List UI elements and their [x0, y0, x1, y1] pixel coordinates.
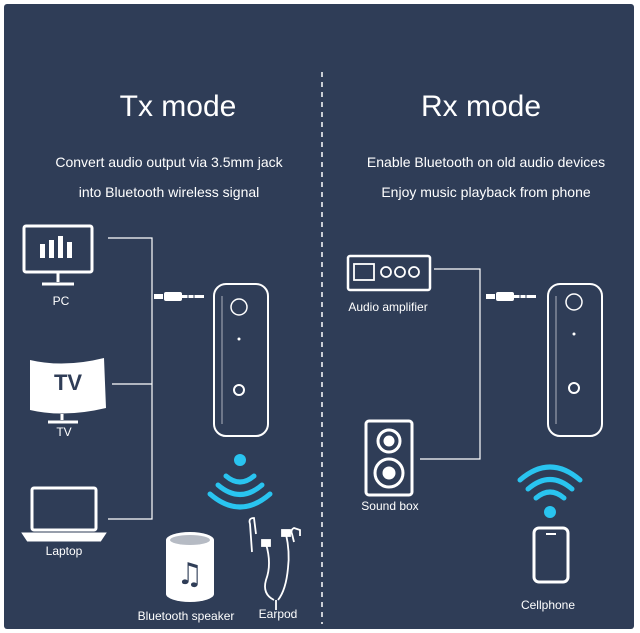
bluetooth-signal-tx [207, 454, 273, 510]
rx-description-line1: Enable Bluetooth on old audio devices [366, 154, 606, 170]
svg-text:♫: ♫ [177, 557, 204, 592]
sound-box-icon [364, 419, 414, 497]
tx-description-line1: Convert audio output via 3.5mm jack [55, 154, 283, 170]
audio-amplifier-label: Audio amplifier [348, 300, 428, 314]
rx-mode-title: Rx mode [420, 90, 542, 123]
laptop-icon [21, 486, 107, 542]
rx-description-line2: Enjoy music playback from phone [381, 184, 591, 200]
tv-icon [30, 358, 106, 424]
tx-mode-title: Tx mode [119, 90, 237, 123]
sound-box-label: Sound box [361, 499, 419, 513]
pc-icon [22, 224, 94, 286]
cellphone-label: Cellphone [520, 598, 576, 612]
bluetooth-speaker-label: Bluetooth speaker [137, 609, 235, 623]
bluetooth-signal-rx [517, 464, 583, 518]
diagram-artwork: ♫ [21, 72, 603, 624]
bluetooth-adapter-rx [547, 283, 603, 437]
tx-connector-lines [108, 237, 153, 520]
bluetooth-adapter-tx [213, 283, 269, 437]
infographic-panel: ♫ [4, 4, 634, 629]
earpod-icon [248, 517, 301, 610]
bluetooth-speaker-icon: ♫ [166, 532, 214, 602]
rx-connector-lines [420, 268, 481, 460]
earpod-label: Earpod [258, 607, 298, 621]
tv-label: TV [56, 425, 72, 439]
tx-description-line2: into Bluetooth wireless signal [78, 184, 260, 200]
tv-screen-text: TV [53, 370, 83, 395]
audio-jack-icon-rx [486, 292, 536, 301]
audio-jack-icon-tx [154, 292, 204, 301]
pc-label: PC [52, 294, 70, 308]
cellphone-icon [532, 526, 570, 584]
audio-amplifier-icon [346, 254, 432, 292]
laptop-label: Laptop [45, 544, 83, 558]
